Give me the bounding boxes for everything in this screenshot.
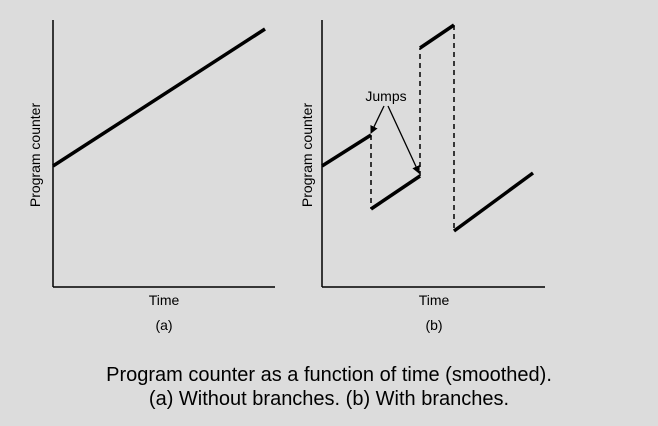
panel-b-segment-2 [370, 174, 421, 211]
panel-b-segment-4 [452, 171, 535, 233]
panel-b-segment-1 [321, 133, 372, 168]
panel-a-sublabel: (a) [155, 317, 172, 333]
panel-b-jump-lines [370, 25, 455, 231]
panel-b-xlabel: Time [419, 292, 450, 308]
panel-b-annotation-jumps: Jumps [365, 88, 406, 104]
panel-a-xlabel: Time [149, 292, 180, 308]
panel-b-arrow-2 [387, 105, 420, 174]
caption-line-1: Program counter as a function of time (s… [106, 364, 552, 386]
caption-line-2: (a) Without branches. (b) With branches. [148, 388, 510, 410]
panel-b-sublabel: (b) [425, 317, 442, 333]
panel-b-arrow-1 [370, 105, 385, 134]
panel-b-ylabel: Program counter [299, 103, 315, 208]
panel-b: Jumps Program counter Time (b) [299, 20, 545, 333]
panel-a: Program counter Time (a) [27, 20, 275, 333]
panel-a-counter-line [52, 27, 266, 168]
panel-b-jump-arrows [370, 105, 420, 174]
panel-b-counter-segments [321, 23, 535, 233]
panel-a-ylabel: Program counter [27, 103, 43, 208]
panel-b-segment-3 [419, 23, 455, 50]
